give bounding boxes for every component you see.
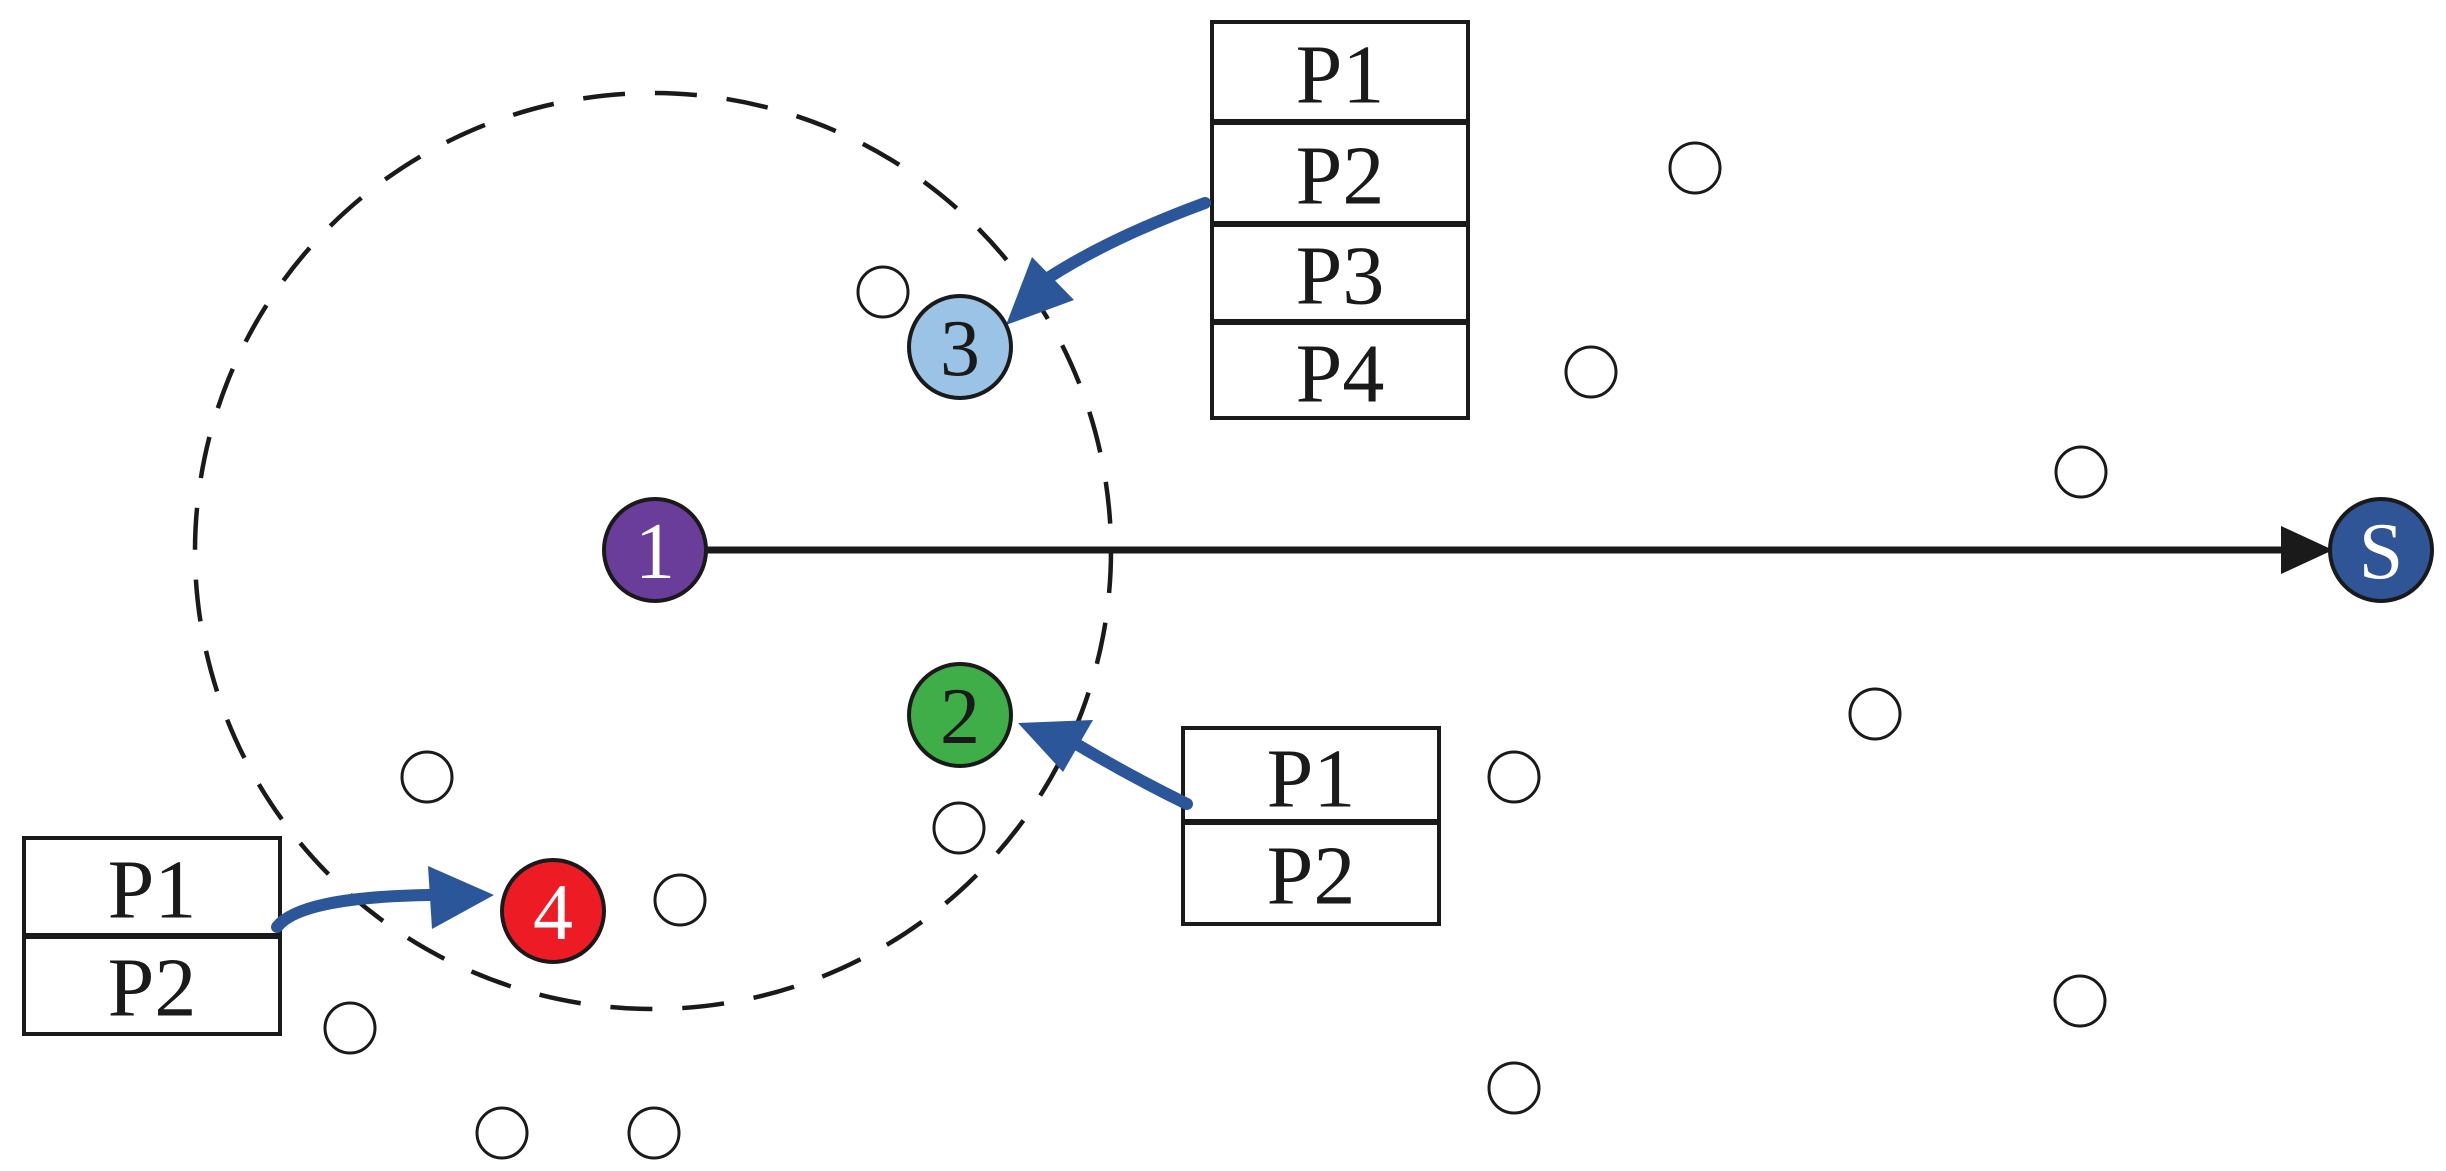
table-cell: P2 — [1296, 130, 1385, 223]
node-1-label: 1 — [635, 508, 675, 596]
table-cell: P4 — [1296, 328, 1385, 421]
node-1: 1 — [602, 497, 708, 603]
idle-node — [1564, 345, 1618, 399]
node-2-label: 2 — [940, 673, 980, 761]
idle-node — [400, 750, 454, 804]
idle-node — [475, 1106, 529, 1160]
node-3-label: 3 — [940, 305, 980, 393]
idle-node — [627, 1106, 681, 1160]
idle-node — [653, 873, 707, 927]
sink-node-label: S — [2359, 508, 2404, 596]
idle-node — [1487, 1061, 1541, 1115]
table-cell: P1 — [108, 844, 197, 937]
table-cell: P3 — [1296, 230, 1385, 323]
idle-node — [856, 265, 910, 319]
idle-node — [1668, 141, 1722, 195]
forward-arrow-to-3 — [1006, 197, 1211, 325]
node-2: 2 — [907, 662, 1013, 768]
idle-node — [932, 801, 986, 855]
table-cell: P2 — [108, 942, 197, 1035]
packet-table-4: P1 P2 — [22, 836, 282, 1036]
sink-node: S — [2328, 497, 2434, 603]
background-nodes — [323, 141, 2108, 1160]
idle-node — [323, 1001, 377, 1055]
forward-arrow-to-4 — [271, 866, 494, 933]
packet-table-3: P1 P2 P3 P4 — [1210, 20, 1470, 421]
idle-node — [1848, 687, 1902, 741]
idle-node — [2053, 974, 2107, 1028]
table-cell: P1 — [1267, 733, 1356, 826]
node-3: 3 — [907, 294, 1013, 400]
idle-node — [2054, 445, 2108, 499]
table-cell: P2 — [1267, 830, 1356, 923]
route-arrow — [707, 526, 2333, 574]
packet-table-2: P1 P2 — [1181, 726, 1441, 926]
forward-arrow-to-2 — [1018, 720, 1193, 810]
table-cell: P1 — [1296, 29, 1385, 122]
idle-node — [1487, 750, 1541, 804]
node-4-label: 4 — [533, 869, 573, 957]
node-4: 4 — [500, 858, 606, 964]
